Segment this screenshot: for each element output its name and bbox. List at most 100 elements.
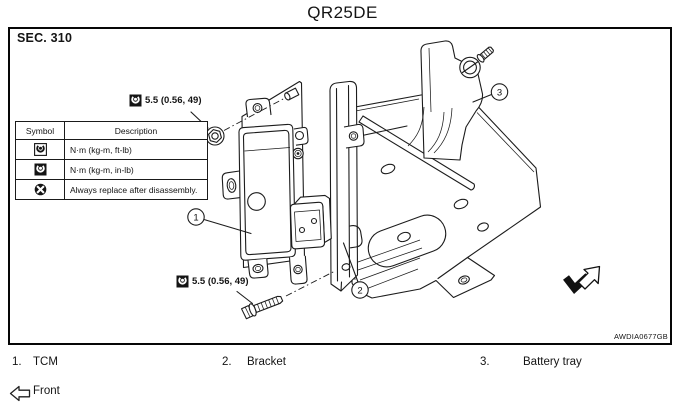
part-3-label: Battery tray: [523, 356, 582, 368]
callout-2-leader: [342, 242, 359, 283]
tray-boss-slot: [461, 61, 479, 74]
tcm-mounting-stud: [284, 87, 300, 101]
figure-code: AWDIA0677GB: [613, 332, 668, 341]
callout-2-number: 2: [357, 285, 362, 296]
tcm-bottom-tab2-hole-inner: [295, 266, 301, 273]
upper-bolt-centerline: [223, 98, 285, 131]
part-1-number: 1.: [12, 356, 22, 368]
part-3-number: 3.: [480, 356, 490, 368]
bracket-foot-hole: [341, 263, 351, 271]
battery-tray-drawing: [351, 40, 542, 299]
tray-bolt-boss-inner: [463, 60, 477, 75]
torque-wrench-outline-icon: [33, 143, 47, 156]
lower-bolt: [240, 295, 284, 320]
tray-right-lip: [476, 112, 535, 173]
legend-symbol-cell: [15, 179, 65, 200]
tcm-bottom-tab-hole-inner: [254, 266, 262, 271]
bracket-foot: [340, 281, 343, 292]
tray-corrugations: [357, 239, 423, 290]
bracket-drawing: [329, 80, 365, 292]
bracket-ear: [343, 123, 365, 149]
callout-1: 1: [187, 208, 252, 235]
part-2-number: 2.: [222, 356, 232, 368]
part-2-label: Bracket: [247, 356, 286, 368]
callout-1-number: 1: [193, 212, 198, 223]
tray-tab-hole: [458, 275, 470, 285]
legend-row: Always replace after disassembly.: [15, 179, 208, 200]
torque-wrench-filled-icon: [176, 275, 189, 288]
tray-pad: [367, 214, 447, 268]
callout-3-leader: [472, 93, 493, 103]
tcm-seam: [244, 147, 291, 152]
legend-col-symbol: Symbol: [15, 121, 65, 140]
legend-description: N·m (kg-m, in-lb): [64, 159, 208, 180]
callout-3-number: 3: [497, 87, 502, 98]
bracket-ear-hole: [348, 131, 359, 141]
bracket-body: [329, 80, 359, 292]
tray-rod: [358, 115, 475, 191]
tcm-flanged-stud-inner: [294, 149, 302, 158]
tcm-knob: [247, 192, 266, 211]
lower-torque-leader: [236, 290, 254, 305]
tcm-bottom-tab-hole: [252, 263, 264, 274]
legend-symbol-cell: [15, 139, 65, 160]
tcm-body: [238, 123, 296, 261]
tcm-drawing: [221, 80, 332, 285]
tcm-connector-screw: [310, 217, 318, 225]
symbol-legend-table: Symbol Description N·m (kg-m, ft-lb) N·m…: [15, 121, 208, 200]
legend-row: N·m (kg-m, in-lb): [15, 159, 208, 180]
legend-header-row: Symbol Description: [15, 121, 208, 140]
tcm-bottom-tab2-hole: [293, 264, 303, 275]
bracket-ear-hole-inner: [350, 133, 357, 139]
front-label: Front: [33, 385, 60, 397]
tcm-left-ear-hole-inner: [228, 181, 235, 190]
tray-screw: [476, 46, 494, 63]
lower-torque-callout: 5.5 (0.56, 49): [176, 275, 249, 288]
tcm-connector-inner: [294, 209, 322, 242]
tray-tab-hole-inner: [460, 277, 468, 283]
tcm-body-inner: [242, 129, 292, 256]
callout-3-circle: [490, 83, 509, 101]
lower-torque-value: 5.5 (0.56, 49): [192, 276, 249, 287]
tcm-left-ear-hole: [226, 178, 237, 193]
callout-2-circle: [351, 281, 369, 299]
tray-bottom-fold: [437, 256, 469, 280]
bracket-mid-tab: [349, 225, 363, 249]
tray-column-fold: [407, 47, 453, 154]
callout-3: 3: [472, 83, 509, 103]
tray-hole: [380, 163, 396, 175]
lower-bolt-centerline: [285, 270, 336, 297]
tcm-bottom-tab2: [288, 255, 308, 285]
section-label: SEC. 310: [17, 31, 73, 45]
torque-wrench-filled-icon: [129, 94, 142, 107]
legend-description: N·m (kg-m, ft-lb): [64, 139, 208, 160]
tray-pad-hole: [397, 231, 411, 243]
front-arrow-icon: [9, 385, 31, 402]
upper-bolt: [205, 126, 225, 146]
tcm-plate-top-ear: [245, 97, 272, 118]
tcm-bottom-tab: [247, 258, 269, 279]
part-1-label: TCM: [33, 356, 58, 368]
tcm-plate-right-ear-hole: [294, 130, 305, 141]
callout-1-circle: [187, 208, 205, 226]
upper-torque-value: 5.5 (0.56, 49): [145, 95, 202, 106]
torque-wrench-filled-icon: [34, 163, 46, 176]
tcm-connector-screw: [298, 226, 306, 234]
tcm-left-ear: [221, 170, 241, 200]
legend-col-description: Description: [64, 121, 208, 140]
callout-2: 2: [342, 242, 369, 299]
legend-symbol-cell: [15, 159, 65, 180]
legend-description: Always replace after disassembly.: [64, 179, 208, 200]
tcm-flanged-stud-dot: [296, 152, 300, 155]
tcm-connector-face: [289, 201, 326, 250]
legend-row: N·m (kg-m, ft-lb): [15, 139, 208, 160]
direction-arrow-icon: [563, 265, 601, 295]
upper-torque-callout: 5.5 (0.56, 49): [129, 94, 202, 107]
bracket-folds: [335, 84, 351, 282]
tcm-plate-ear-hole-inner: [254, 105, 261, 111]
replace-after-disassembly-icon: [34, 183, 46, 196]
tray-hole: [477, 222, 489, 232]
callout-1-leader: [203, 218, 252, 235]
